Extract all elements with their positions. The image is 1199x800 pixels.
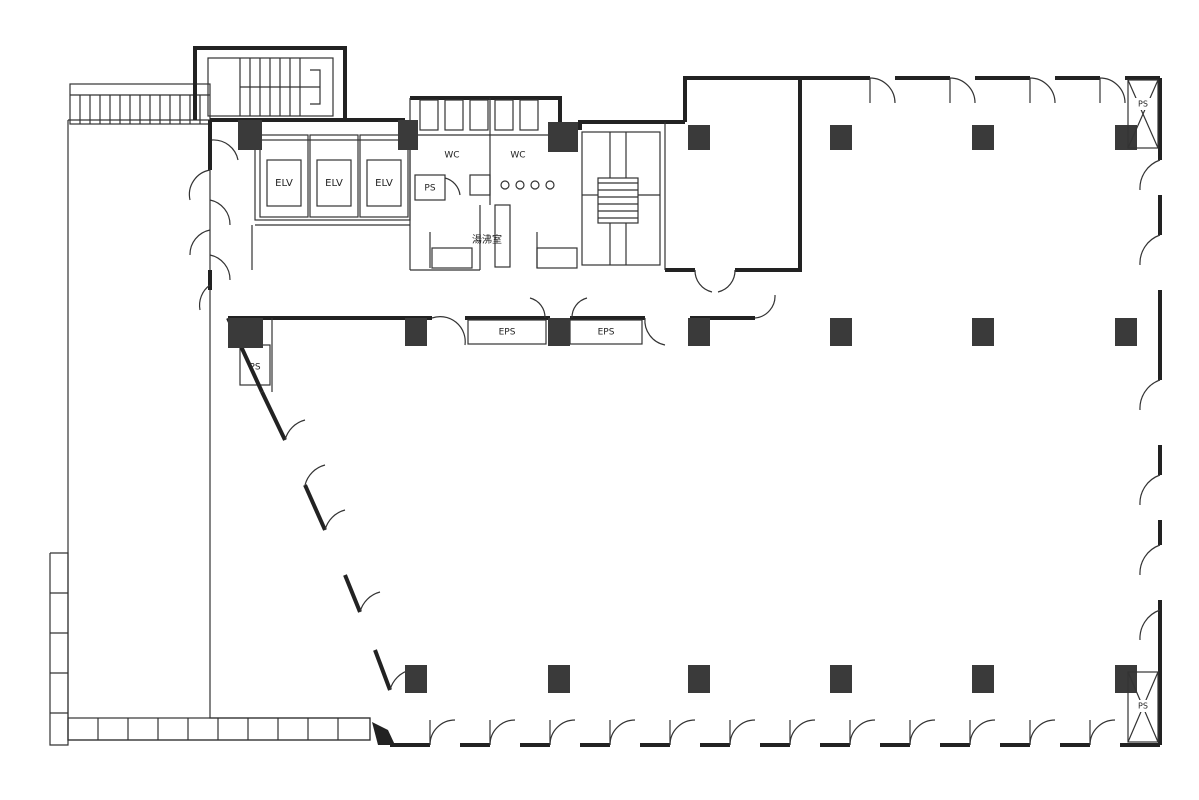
elevator-3: ELV xyxy=(359,134,409,218)
balcony-railing xyxy=(67,717,371,741)
corridor: EPS EPS PS xyxy=(228,316,755,392)
north-room xyxy=(664,76,802,272)
central-stair xyxy=(560,120,685,266)
elevator-2: ELV xyxy=(309,134,359,218)
ps-corridor-label: PS xyxy=(249,363,260,373)
cleaning-room-label: 湯沸室 xyxy=(472,233,502,246)
ps-east-top: PS xyxy=(1127,79,1159,149)
office-exterior xyxy=(226,76,1162,747)
ps-east-top-label: PS xyxy=(1138,100,1148,109)
ps-core-label: PS xyxy=(424,184,435,194)
ps-east-bottom: PS xyxy=(1127,671,1159,743)
eps-2-label: EPS xyxy=(598,328,615,338)
eps-1: EPS xyxy=(467,319,547,345)
exterior-stair-rail xyxy=(69,83,211,125)
elevator-3-label: ELV xyxy=(375,178,393,189)
doors xyxy=(188,77,1161,746)
wc-1-label: WC xyxy=(444,151,459,161)
ps-east-bottom-label: PS xyxy=(1138,702,1148,711)
toilets: WC WC PS 湯沸室 xyxy=(409,96,578,271)
columns xyxy=(228,120,1137,693)
elevator-1-label: ELV xyxy=(275,178,293,189)
northwest-stair xyxy=(193,46,347,120)
eps-1-label: EPS xyxy=(499,328,516,338)
eps-2: EPS xyxy=(569,319,643,345)
elevator-2-label: ELV xyxy=(325,178,343,189)
core: ELV ELV ELV WC WC xyxy=(208,76,802,290)
wc-2-label: WC xyxy=(510,151,525,161)
west-balcony xyxy=(49,83,371,746)
elevator-1: ELV xyxy=(259,134,309,218)
